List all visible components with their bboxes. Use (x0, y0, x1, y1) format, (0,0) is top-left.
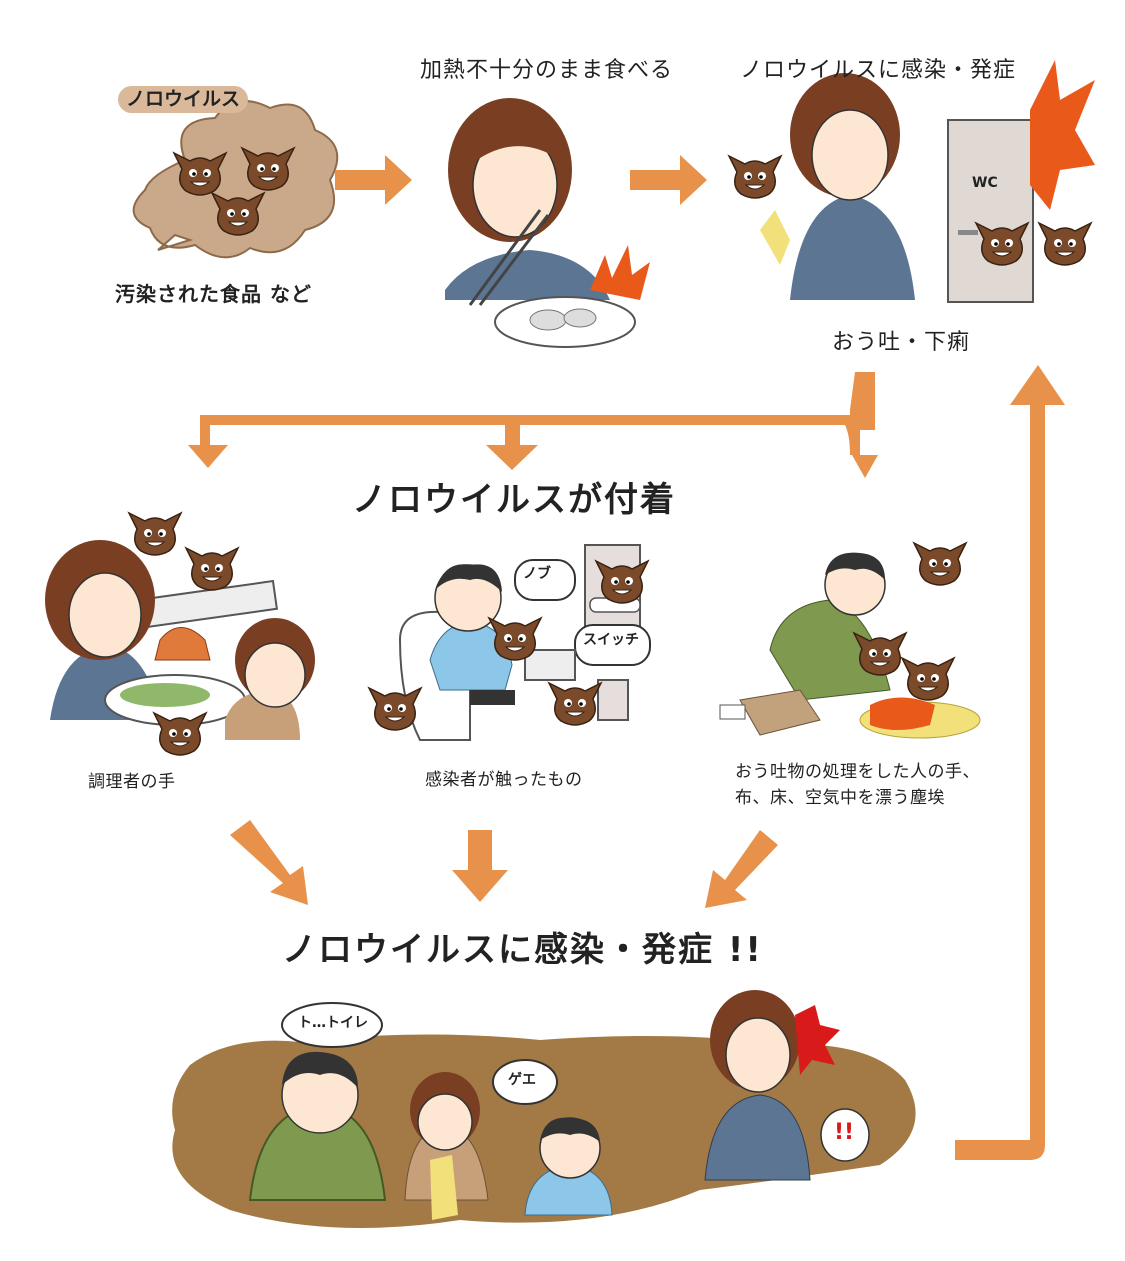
infection-heading: ノロウイルスに感染・発症 !! (282, 930, 763, 970)
virus-icon (1038, 222, 1092, 266)
arrow-down-left-icon (705, 830, 778, 908)
virus-icon (185, 547, 239, 591)
virus-icon (901, 657, 955, 701)
family-sick-figures (248, 990, 870, 1220)
child-on-toilet-figure (368, 544, 651, 741)
virus-icon (913, 542, 967, 586)
woman-eating-figure (445, 98, 650, 348)
man-cleaning-vomit-figure (719, 542, 981, 739)
cook-with-child-figure (45, 512, 315, 756)
caption-cook-hands: 調理者の手 (88, 772, 176, 792)
arrow-down-icon (452, 830, 508, 902)
caption-vomit-cleanup-2: 布、床、空気中を漂う塵埃 (735, 788, 945, 808)
symptom-caption: おう吐・下痢 (832, 330, 971, 355)
toilet-speech: ト…トイレ (298, 1015, 368, 1031)
virus-icon (128, 512, 182, 556)
virus-icon (548, 682, 602, 726)
virus-icon (728, 155, 782, 199)
wc-sign: WC (972, 175, 998, 191)
caption-touched-items: 感染者が触ったもの (425, 770, 583, 790)
caption-vomit-cleanup-1: おう吐物の処理をした人の手、 (735, 762, 980, 782)
gee-speech: ゲエ (508, 1072, 536, 1088)
virus-icon (153, 712, 207, 756)
virus-tag-label: ノロウイルス (118, 86, 249, 113)
branch-arrow-icon (486, 425, 538, 470)
branch-arrow-icon (188, 372, 878, 478)
arrow-right-icon (335, 155, 412, 205)
switch-label: スイッチ (583, 632, 639, 648)
exclaim-mark: !! (834, 1120, 855, 1145)
arrow-right-icon (630, 155, 707, 205)
attachment-heading: ノロウイルスが付着 (352, 480, 676, 520)
step2-title: 加熱不十分のまま食べる (420, 58, 674, 83)
sick-woman-figure (728, 73, 915, 300)
food-caption: 汚染された食品 など (115, 282, 312, 306)
arrow-down-right-icon (230, 820, 308, 905)
return-arrow-icon (955, 365, 1065, 1160)
toilet-door (947, 60, 1095, 303)
knob-label: ノブ (523, 566, 551, 582)
step3-title: ノロウイルスに感染・発症 (740, 58, 1017, 83)
